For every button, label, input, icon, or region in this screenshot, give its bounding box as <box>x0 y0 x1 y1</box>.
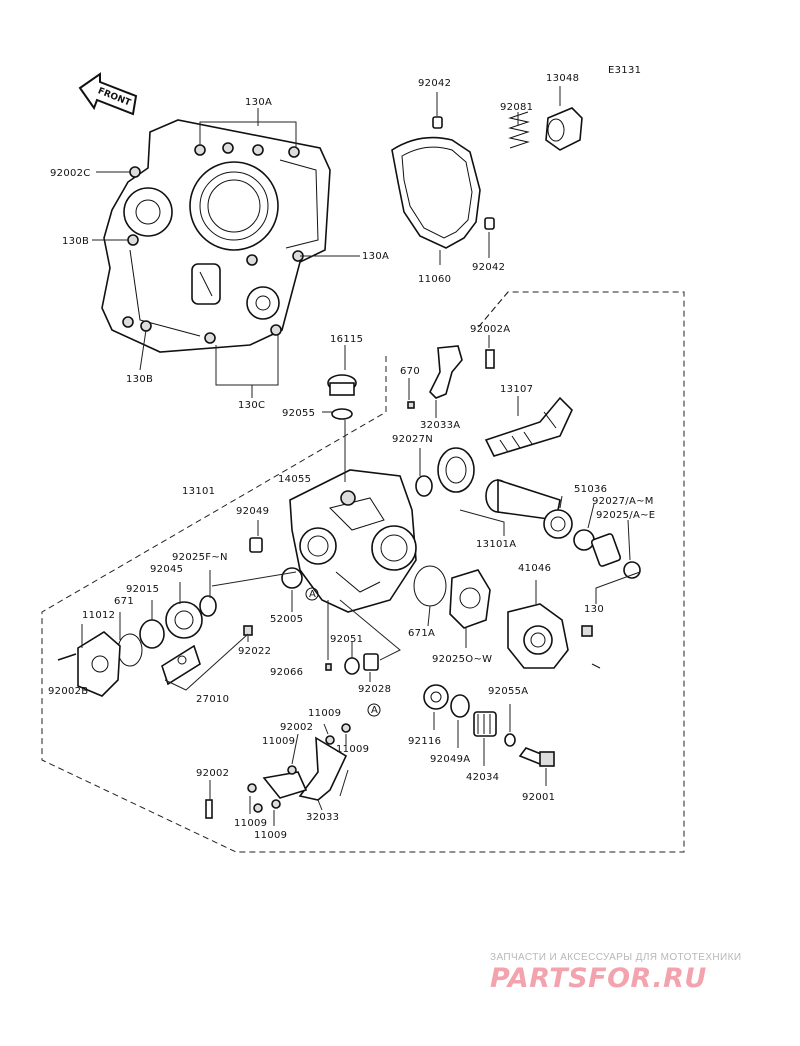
label-92015: 92015 <box>126 584 159 595</box>
label-13107: 13107 <box>500 384 533 395</box>
label-92028: 92028 <box>358 684 391 695</box>
diagram-code: E3131 <box>608 65 641 76</box>
left-bearings <box>57 520 303 697</box>
watermark-logo: PARTSFOR.RU <box>490 963 707 994</box>
label-92025A-E: 92025/A~E <box>596 510 655 521</box>
label-92027A-M: 92027/A~M <box>592 496 654 507</box>
label-130: 130 <box>584 604 604 615</box>
label-130C: 130C <box>238 400 265 411</box>
ref-mark-a: A <box>309 589 316 600</box>
final-gear-housing <box>289 469 417 613</box>
drive-shaft <box>459 478 641 579</box>
label-92066: 92066 <box>270 667 303 678</box>
label-11012: 11012 <box>82 610 115 621</box>
label-32033A: 32033A <box>420 420 460 431</box>
ring-gear <box>415 447 475 497</box>
crankcase-leaders <box>92 108 360 398</box>
label-13101: 13101 <box>182 486 215 497</box>
group-boundary <box>41 291 685 853</box>
label-92045: 92045 <box>150 564 183 575</box>
label-92001: 92001 <box>522 792 555 803</box>
label-92116: 92116 <box>408 736 441 747</box>
label-92025F-N: 92025F~N <box>172 552 228 563</box>
label-52005: 52005 <box>270 614 303 625</box>
label-92049: 92049 <box>236 506 269 517</box>
label-92002A: 92002A <box>470 324 510 335</box>
ref-mark-a-2: A <box>371 705 378 716</box>
label-32033: 32033 <box>306 812 339 823</box>
sensor-bracket <box>407 335 495 418</box>
label-14055: 14055 <box>278 474 311 485</box>
label-130B-bottom: 130B <box>126 374 153 385</box>
shift-lever-group: A <box>205 703 381 826</box>
label-11009-d: 11009 <box>234 818 267 829</box>
label-16115: 16115 <box>330 334 363 345</box>
label-13101A: 13101A <box>476 539 516 550</box>
label-92051: 92051 <box>330 634 363 645</box>
label-92055A: 92055A <box>488 686 528 697</box>
pinion-shaft <box>484 396 573 457</box>
label-92002-a: 92002 <box>280 722 313 733</box>
crankcase-cover <box>101 119 331 353</box>
label-92081: 92081 <box>500 102 533 113</box>
label-130A-right: 130A <box>362 251 389 262</box>
front-arrow-icon: FRONT <box>78 72 138 116</box>
label-27010: 27010 <box>196 694 229 705</box>
label-92027N: 92027N <box>392 434 433 445</box>
label-92042-bottom: 92042 <box>472 262 505 273</box>
part-labels: 130A 92002C 130B 130A 130B 130C 92042 13… <box>48 73 655 841</box>
label-11009-b: 11009 <box>262 736 295 747</box>
label-42034: 42034 <box>466 772 499 783</box>
watermark-subtitle: ЗАПЧАСТИ И АКСЕССУАРЫ ДЛЯ МОТОТЕХНИКИ <box>490 952 742 963</box>
label-671A: 671A <box>408 628 435 639</box>
label-92002B: 92002B <box>48 686 88 697</box>
label-92049A: 92049A <box>430 754 470 765</box>
label-92022: 92022 <box>238 646 271 657</box>
label-670: 670 <box>400 366 420 377</box>
label-51036: 51036 <box>574 484 607 495</box>
label-92025O-W: 92025O~W <box>432 654 492 665</box>
lower-bearings <box>423 684 555 786</box>
label-13048: 13048 <box>546 73 579 84</box>
label-92002-b: 92002 <box>196 768 229 779</box>
label-11009-e: 11009 <box>254 830 287 841</box>
label-92002C: 92002C <box>50 168 91 179</box>
label-11009-c: 11009 <box>336 744 369 755</box>
center-lower-parts: A <box>305 565 491 682</box>
spring-and-collar <box>508 86 583 151</box>
label-671: 671 <box>114 596 134 607</box>
label-11009-a: 11009 <box>308 708 341 719</box>
gear-case <box>507 571 641 669</box>
label-11060: 11060 <box>418 274 451 285</box>
label-130B-left: 130B <box>62 236 89 247</box>
label-92042-top: 92042 <box>418 78 451 89</box>
filler-cap <box>322 345 357 482</box>
label-130A-top: 130A <box>245 97 272 108</box>
gasket <box>391 92 495 265</box>
label-92055: 92055 <box>282 408 315 419</box>
label-41046: 41046 <box>518 563 551 574</box>
